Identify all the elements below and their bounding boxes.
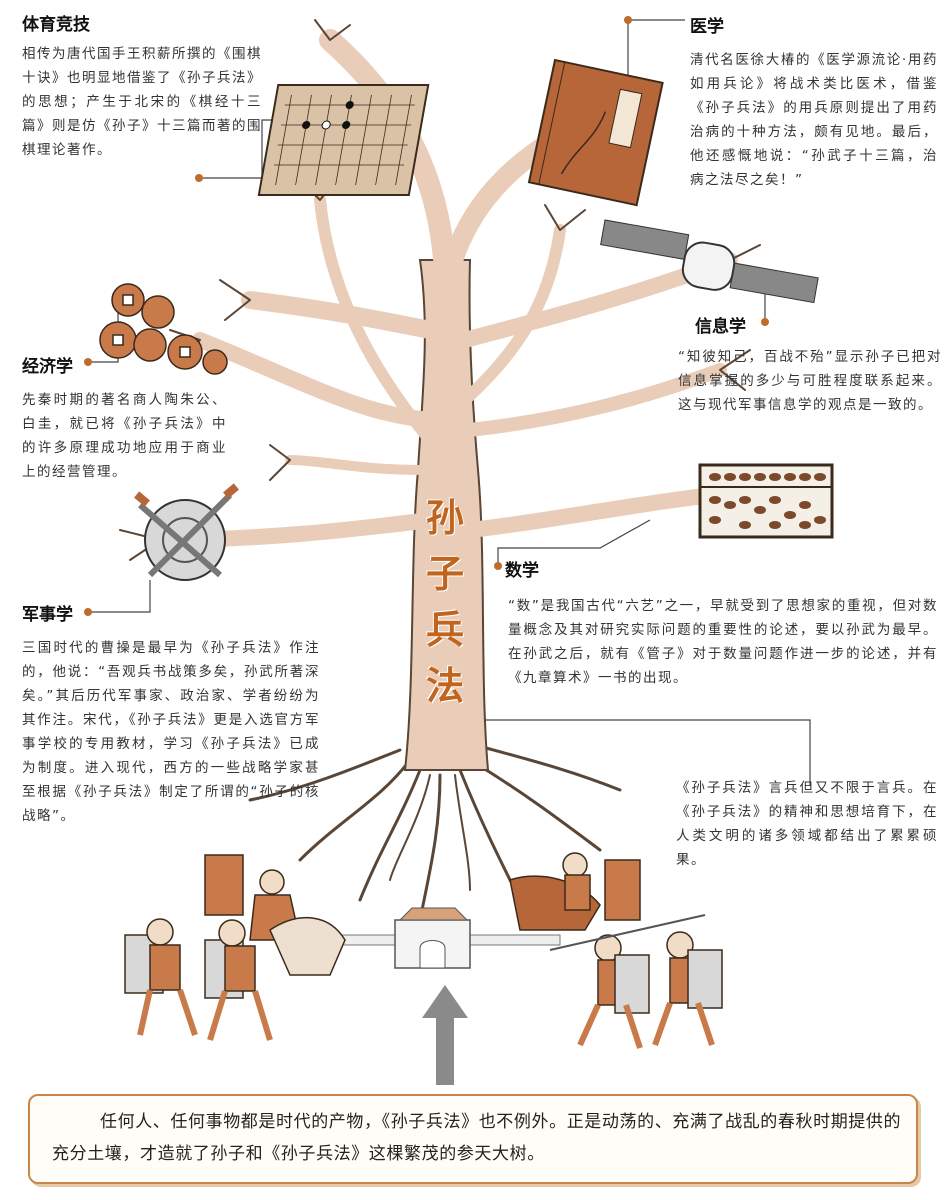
heading-sports: 体育竞技: [22, 15, 90, 35]
connector-dot: [195, 174, 203, 182]
heading-economics: 经济学: [22, 357, 73, 377]
up-arrow-icon: [422, 985, 468, 1085]
connector-dot: [761, 318, 769, 326]
text-military: 三国时代的曹操是最早为《孙子兵法》作注的，他说：“吾观兵书战策多矣，孙武所著深矣…: [22, 640, 320, 824]
text-economics: 先秦时期的著名商人陶朱公、白圭，就已将《孙子兵法》中的许多原理成功地应用于商业上…: [22, 392, 227, 480]
medical-book-icon: [527, 58, 664, 207]
text-mathematics: “数”是我国古代“六艺”之一，早就受到了思想家的重视，但对数量概念及其对研究实际…: [508, 598, 938, 686]
heading-military: 军事学: [22, 605, 73, 625]
satellite-icon: [600, 219, 819, 304]
heading-medicine: 医学: [690, 17, 724, 37]
connector-dot: [624, 16, 632, 24]
connector-dot: [84, 608, 92, 616]
text-information: “知彼知己，百战不殆”显示孙子已把对信息掌握的多少与可胜程度联系起来。这与现代军…: [678, 349, 942, 413]
heading-mathematics: 数学: [505, 561, 539, 581]
connector-dot: [84, 358, 92, 366]
sword-shield-icon: [134, 483, 239, 581]
abacus-icon: [698, 463, 834, 539]
coins-icon: [99, 283, 228, 375]
summary-banner: [28, 1094, 918, 1184]
text-roots: 《孙子兵法》言兵但又不限于言兵。在《孙子兵法》的精神和思想培育下，在人类文明的诸…: [676, 780, 938, 868]
tree-trunk: [403, 259, 490, 771]
trunk-title: 孙子兵法: [425, 495, 464, 708]
text-medicine: 清代名医徐大椿的《医学源流论·用药如用兵论》将战术类比医术，借鉴《孙子兵法》的用…: [690, 52, 938, 188]
warriors-icon: [124, 852, 723, 1049]
summary-text: 任何人、任何事物都是时代的产物，《孙子兵法》也不例外。正是动荡的、充满了战乱的春…: [52, 1112, 902, 1164]
connector-dot: [494, 562, 502, 570]
heading-information: 信息学: [695, 317, 746, 337]
text-sports: 相传为唐代国手王积薪所撰的《围棋十诀》也明显地借鉴了《孙子兵法》的思想；产生于北…: [22, 46, 262, 158]
go-board-icon: [257, 84, 430, 196]
